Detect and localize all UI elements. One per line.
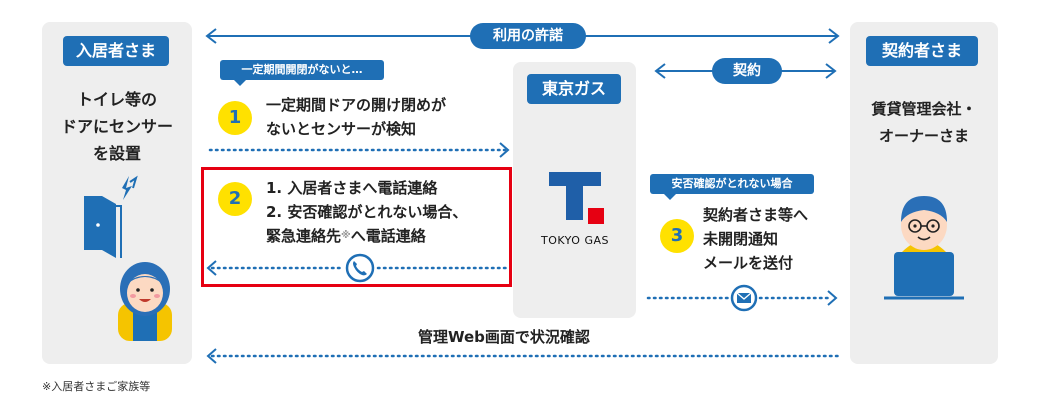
step-3-number: 3 — [660, 219, 694, 253]
tag-no-open-close: 一定期間開閉がないと… — [220, 60, 384, 86]
contractor-panel — [850, 22, 998, 364]
contractor-line-1: 賃貸管理会社・ — [871, 100, 977, 118]
tag-no-open-close-label: 一定期間開閉がないと… — [241, 63, 363, 76]
contractor-line-2: オーナーさま — [878, 127, 969, 145]
step-2-number: 2 — [218, 182, 252, 216]
step-2-line-3a: 緊急連絡先 — [266, 227, 342, 245]
tag-safety-unconfirmed-label: 安否確認がとれない場合 — [671, 177, 793, 190]
tenant-badge: 入居者さま — [63, 36, 169, 66]
tag-tail — [664, 194, 676, 200]
step-3-line-2: 未開閉通知 — [703, 230, 779, 248]
resident-icon — [118, 262, 172, 341]
tag-safety-unconfirmed: 安否確認がとれない場合 — [650, 174, 814, 200]
step-2-line-2: 2. 安否確認がとれない場合、 — [266, 203, 468, 221]
tag-tail — [234, 80, 246, 86]
mail-icon — [730, 284, 758, 312]
tenant-description: トイレ等の ドアにセンサー を設置 — [42, 86, 192, 167]
contract-pill: 契約 — [712, 58, 782, 84]
arrow-step3 — [646, 290, 838, 306]
step-1-line-2: ないとセンサーが検知 — [266, 120, 417, 138]
contractor-person-icon — [884, 196, 964, 300]
step-2-highlight-box — [201, 167, 512, 287]
tenant-line-1: トイレ等の — [76, 90, 157, 109]
arrow-step2 — [206, 260, 510, 276]
contractor-description: 賃貸管理会社・ オーナーさま — [850, 96, 998, 150]
footnote: ※入居者さまご家族等 — [42, 380, 151, 393]
bottom-caption: 管理Web画面で状況確認 — [418, 328, 590, 346]
tenant-line-3: を設置 — [92, 144, 141, 163]
step-3-line-1: 契約者さま等へ — [703, 206, 809, 224]
step-2-text: 1. 入居者さまへ電話連絡 2. 安否確認がとれない場合、 緊急連絡先※へ電話連… — [266, 176, 467, 248]
tenant-line-2: ドアにセンサー — [60, 117, 173, 136]
step-2-line-3c: へ電話連絡 — [350, 227, 426, 245]
arrow-step1 — [208, 142, 510, 158]
door-sensor-icon — [84, 175, 138, 258]
permission-pill: 利用の許諾 — [470, 23, 586, 49]
phone-icon — [345, 253, 375, 283]
step-3-text: 契約者さま等へ 未開閉通知 メールを送付 — [703, 203, 808, 275]
gas-badge: 東京ガス — [527, 74, 621, 104]
step-2-line-1: 1. 入居者さまへ電話連絡 — [266, 179, 438, 197]
step-3-line-3: メールを送付 — [703, 254, 794, 272]
step-1-line-1: 一定期間ドアの開け閉めが — [266, 96, 447, 114]
tokyo-gas-logo-text: TOKYO GAS — [540, 234, 609, 247]
arrow-bottom — [206, 348, 842, 364]
step-1-text: 一定期間ドアの開け閉めが ないとセンサーが検知 — [266, 93, 446, 141]
tokyo-gas-logo-icon — [549, 172, 604, 224]
step-2-note-mark: ※ — [341, 230, 351, 241]
step-2-line-3: 緊急連絡先※へ電話連絡 — [266, 224, 467, 248]
step-1-number: 1 — [218, 101, 252, 135]
contractor-badge: 契約者さま — [866, 36, 978, 66]
